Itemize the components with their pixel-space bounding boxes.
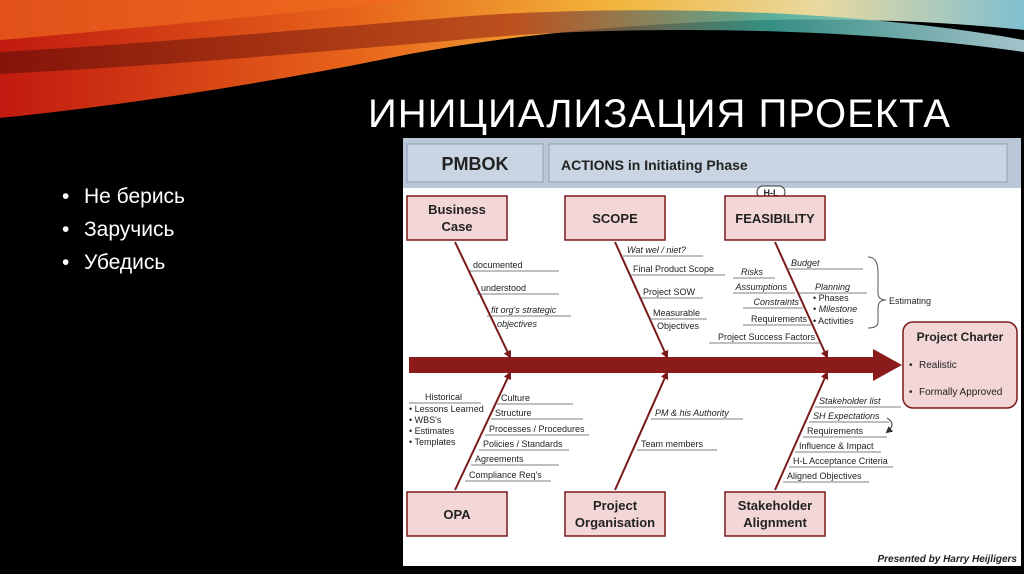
svg-text:fit org's strategic: fit org's strategic [491, 305, 557, 315]
bone-stakeholder [774, 371, 829, 491]
header-left-panel [406, 143, 544, 183]
svg-text:Culture: Culture [501, 393, 530, 403]
svg-text:objectives: objectives [497, 319, 538, 329]
charter-item: Formally Approved [919, 387, 1002, 398]
svg-text:Historical: Historical [425, 392, 462, 402]
svg-text:PM & his Authority: PM & his Authority [655, 408, 729, 418]
opa-left-list: Historical • Lessons Learned • WBS's • E… [409, 392, 484, 447]
svg-text:Agreements: Agreements [475, 454, 524, 464]
svg-text:Budget: Budget [791, 258, 820, 268]
feasibility-left-items: Risks Assumptions Constraints Requiremen… [709, 267, 821, 344]
svg-text:• Templates: • Templates [409, 437, 456, 447]
svg-text:Stakeholder: Stakeholder [738, 498, 812, 513]
svg-text:Project Success Factors: Project Success Factors [718, 332, 816, 342]
header-pmbok: PMBOK [442, 154, 509, 174]
svg-text:Organisation: Organisation [575, 515, 655, 530]
scope-items: Wat wel / niet? Final Product Scope Proj… [623, 245, 725, 331]
svg-text:• WBS's: • WBS's [409, 415, 442, 425]
hl-badge-label: H-L [764, 188, 779, 198]
svg-text:Business: Business [428, 202, 486, 217]
svg-text:Project SOW: Project SOW [643, 287, 696, 297]
svg-text:OPA: OPA [443, 507, 471, 522]
svg-text:Case: Case [441, 219, 472, 234]
bullet-item: Не берись [62, 185, 185, 209]
spine-arrow [409, 349, 902, 381]
svg-text:documented: documented [473, 260, 523, 270]
estimating-label: Estimating [889, 296, 931, 306]
svg-text:Alignment: Alignment [743, 515, 807, 530]
svg-text:Planning: Planning [815, 282, 850, 292]
svg-text:Influence & Impact: Influence & Impact [799, 441, 874, 451]
svg-text:Structure: Structure [495, 408, 532, 418]
svg-text:• Lessons Learned: • Lessons Learned [409, 404, 484, 414]
business-items: documented understood fit org's strategi… [469, 260, 571, 329]
box-stakeholder: Stakeholder Alignment [724, 491, 826, 537]
box-opa: OPA [406, 491, 508, 537]
svg-text:Assumptions: Assumptions [734, 282, 787, 292]
svg-text:Stakeholder list: Stakeholder list [819, 396, 881, 406]
opa-items: Culture Structure Processes / Procedures… [465, 393, 589, 482]
bone-opa [454, 371, 512, 491]
svg-text:Final Product Scope: Final Product Scope [633, 264, 714, 274]
svg-text:FEASIBILITY: FEASIBILITY [735, 211, 815, 226]
svg-text:SH Expectations: SH Expectations [813, 411, 880, 421]
bone-scope [614, 241, 669, 359]
bullet-item: Заручись [62, 218, 185, 242]
svg-text:Objectives: Objectives [657, 321, 700, 331]
curved-connector-arrow [885, 417, 894, 434]
project-charter-box: Project Charter • Realistic • Formally A… [902, 321, 1018, 409]
svg-text:H-L Acceptance Criteria: H-L Acceptance Criteria [793, 456, 888, 466]
bone-feasibility [774, 241, 829, 359]
org-items: PM & his Authority Team members [637, 408, 743, 451]
slide-title: ИНИЦИАЛИЗАЦИЯ ПРОЕКТА [368, 92, 951, 136]
bullet-item: Убедись [62, 251, 185, 275]
svg-text:•: • [909, 360, 913, 371]
presenter-credit: Presented by Harry Heijligers [877, 554, 1017, 565]
box-feasibility: FEASIBILITY [724, 195, 826, 241]
svg-text:Wat wel / niet?: Wat wel / niet? [627, 245, 686, 255]
svg-text:Policies / Standards: Policies / Standards [483, 439, 563, 449]
svg-text:Processes / Procedures: Processes / Procedures [489, 424, 585, 434]
svg-text:Project: Project [593, 498, 638, 513]
box-business-case: Business Case [406, 195, 508, 241]
stakeholder-items: Stakeholder list SH Expectations Require… [783, 396, 901, 483]
svg-text:• Estimates: • Estimates [409, 426, 455, 436]
svg-text:• Phases: • Phases [813, 293, 849, 303]
svg-text:Measurable: Measurable [653, 308, 700, 318]
svg-text:•: • [909, 387, 913, 398]
svg-text:Constraints: Constraints [753, 297, 799, 307]
svg-text:Requirements: Requirements [807, 426, 864, 436]
svg-text:SCOPE: SCOPE [592, 211, 638, 226]
estimating-brace [867, 256, 887, 329]
svg-text:• Milestone: • Milestone [813, 304, 857, 314]
svg-text:Aligned Objectives: Aligned Objectives [787, 471, 862, 481]
header-right-panel [548, 143, 1008, 183]
bullet-list: Не берись Заручись Убедись [62, 185, 185, 284]
fishbone-diagram: PMBOK ACTIONS in Initiating Phase H-L Bu… [403, 138, 1021, 566]
box-scope: SCOPE [564, 195, 666, 241]
header-actions: ACTIONS in Initiating Phase [561, 157, 748, 173]
svg-text:Risks: Risks [741, 267, 763, 277]
feasibility-right-items: Budget Planning • Phases • Milestone • A… [787, 258, 867, 326]
svg-text:• Activities: • Activities [813, 316, 854, 326]
svg-text:Compliance Req's: Compliance Req's [469, 470, 542, 480]
box-project-org: Project Organisation [564, 491, 666, 537]
charter-item: Realistic [919, 360, 957, 371]
charter-title: Project Charter [917, 330, 1004, 344]
bone-project-org [614, 371, 669, 491]
decorative-banner [0, 0, 1024, 118]
bone-business-case [454, 241, 512, 359]
svg-text:Requirements: Requirements [751, 314, 808, 324]
svg-text:understood: understood [481, 283, 526, 293]
svg-text:Team members: Team members [641, 439, 704, 449]
